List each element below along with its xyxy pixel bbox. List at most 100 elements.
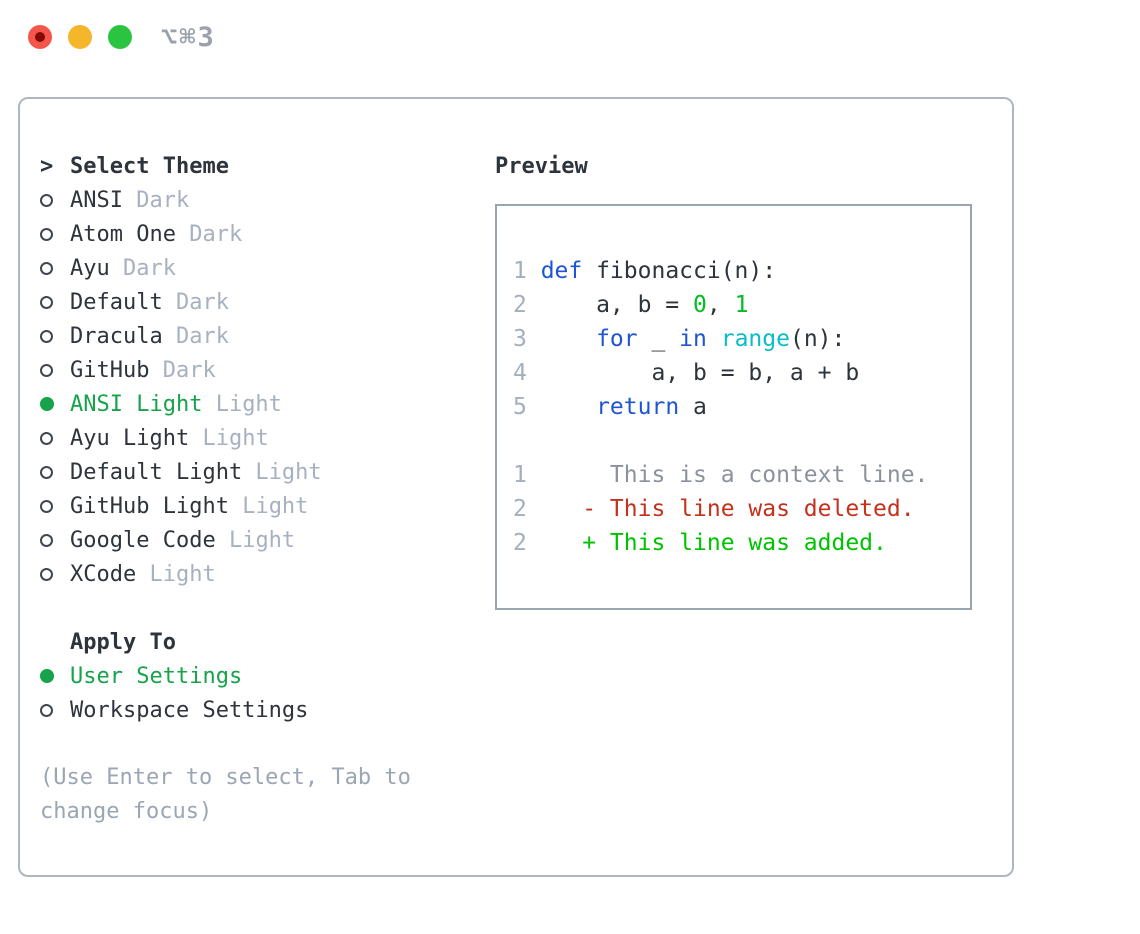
code-line: 3 for _ in range(n): <box>513 322 970 356</box>
theme-variant: Dark <box>162 323 229 349</box>
theme-option-github[interactable]: GitHub Dark <box>40 353 480 387</box>
theme-variant: Light <box>228 493 309 519</box>
radio-gutter <box>40 499 70 513</box>
zoom-window-icon[interactable] <box>108 25 132 49</box>
code-token: a, b = <box>540 292 694 318</box>
diff-preview: 1 This is a context line. 2 - This line w… <box>513 458 970 560</box>
code-token: range <box>720 326 790 352</box>
theme-variant: Dark <box>149 357 216 383</box>
radio-unselected-icon <box>40 431 53 445</box>
theme-option-ayu[interactable]: Ayu Dark <box>40 251 480 285</box>
radio-gutter <box>40 567 70 581</box>
theme-variant: Dark <box>109 255 176 281</box>
code-token: a, b = b, a + b <box>540 360 860 386</box>
line-number: 3 <box>513 326 527 352</box>
theme-option-xcode[interactable]: XCode Light <box>40 557 480 591</box>
line-content: return a <box>541 394 707 420</box>
radio-gutter <box>40 295 70 309</box>
theme-name: Ayu <box>70 255 110 281</box>
preview-title: Preview <box>495 153 588 179</box>
code-token <box>541 496 583 522</box>
minimize-window-icon[interactable] <box>68 25 92 49</box>
line-content: a, b = 0, 1 <box>540 292 749 318</box>
theme-variant: Light <box>189 425 269 451</box>
theme-variant: Dark <box>162 289 229 315</box>
theme-name: XCode <box>70 561 137 587</box>
theme-variant: Light <box>215 527 296 553</box>
window-shortcut-label: ⌥⌘3 <box>161 22 216 53</box>
code-token: return <box>596 394 680 420</box>
theme-name: Default <box>70 289 163 315</box>
code-token <box>541 530 583 556</box>
theme-option-ansi[interactable]: ANSI Dark <box>40 183 480 217</box>
radio-gutter <box>40 397 70 411</box>
theme-option-ansi-light[interactable]: ANSI Light Light <box>40 387 480 421</box>
radio-gutter <box>40 465 70 479</box>
help-text: (Use Enter to select, Tab to change focu… <box>40 765 411 824</box>
theme-picker-header: > Select Theme <box>40 149 480 183</box>
radio-selected-icon <box>40 669 54 683</box>
code-token: a <box>679 394 707 420</box>
theme-option-ayu-light[interactable]: Ayu Light Light <box>40 421 480 455</box>
line-content: def fibonacci(n): <box>541 258 776 284</box>
code-token <box>541 326 596 352</box>
diff-line: 2 - This line was deleted. <box>513 492 970 526</box>
spacer <box>513 424 970 458</box>
radio-unselected-icon <box>40 329 53 343</box>
apply-to-title: Apply To <box>70 629 176 655</box>
code-line: 4 a, b = b, a + b <box>513 356 970 390</box>
close-window-icon[interactable] <box>28 25 52 49</box>
radio-gutter <box>40 669 70 683</box>
code-line: 1 def fibonacci(n): <box>513 254 970 288</box>
apply-option-user-settings[interactable]: User Settings <box>40 659 480 693</box>
theme-name: Atom One <box>70 221 176 247</box>
radio-gutter <box>40 261 70 275</box>
code-token: 1 <box>734 292 749 318</box>
radio-gutter <box>40 363 70 377</box>
theme-picker-title: Select Theme <box>70 153 229 179</box>
code-token: in <box>679 326 707 352</box>
theme-option-google-code[interactable]: Google Code Light <box>40 523 480 557</box>
code-token: This is a context line. <box>540 462 929 488</box>
line-content: for _ in range(n): <box>541 326 846 352</box>
theme-name: Default Light <box>70 459 243 485</box>
code-token: 0 <box>693 292 707 318</box>
code-token: (n): <box>789 326 846 352</box>
line-number: 2 <box>513 530 527 556</box>
theme-variant: Dark <box>175 221 243 247</box>
line-number: 5 <box>513 394 527 420</box>
code-token: _ <box>637 326 680 352</box>
theme-option-default-light[interactable]: Default Light Light <box>40 455 480 489</box>
code-line: 5 return a <box>513 390 970 424</box>
apply-option-workspace-settings[interactable]: Workspace Settings <box>40 693 480 727</box>
radio-unselected-icon <box>40 533 53 547</box>
radio-unselected-icon <box>40 261 53 275</box>
theme-option-atom-one[interactable]: Atom One Dark <box>40 217 480 251</box>
radio-gutter <box>40 703 70 717</box>
radio-selected-icon <box>40 397 54 411</box>
prompt-icon: > <box>40 153 54 179</box>
radio-unselected-icon <box>40 363 53 377</box>
prompt-gutter: > <box>40 154 70 179</box>
line-content: This is a context line. <box>541 462 929 488</box>
code-token: def <box>540 258 583 284</box>
code-token: fibonacci(n): <box>582 258 777 284</box>
theme-option-default[interactable]: Default Dark <box>40 285 480 319</box>
theme-name: GitHub Light <box>70 493 229 519</box>
theme-option-dracula[interactable]: Dracula Dark <box>40 319 480 353</box>
line-number: 1 <box>513 258 527 284</box>
theme-variant: Light <box>136 561 216 587</box>
code-token: for <box>596 326 638 352</box>
code-token <box>707 326 721 352</box>
spacer <box>40 727 480 761</box>
radio-unselected-icon <box>40 193 53 207</box>
apply-option-label: User Settings <box>70 663 243 689</box>
line-number: 1 <box>513 462 527 488</box>
code-token: - This line was deleted. <box>582 496 915 522</box>
theme-option-github-light[interactable]: GitHub Light Light <box>40 489 480 523</box>
theme-name: ANSI <box>70 187 123 213</box>
